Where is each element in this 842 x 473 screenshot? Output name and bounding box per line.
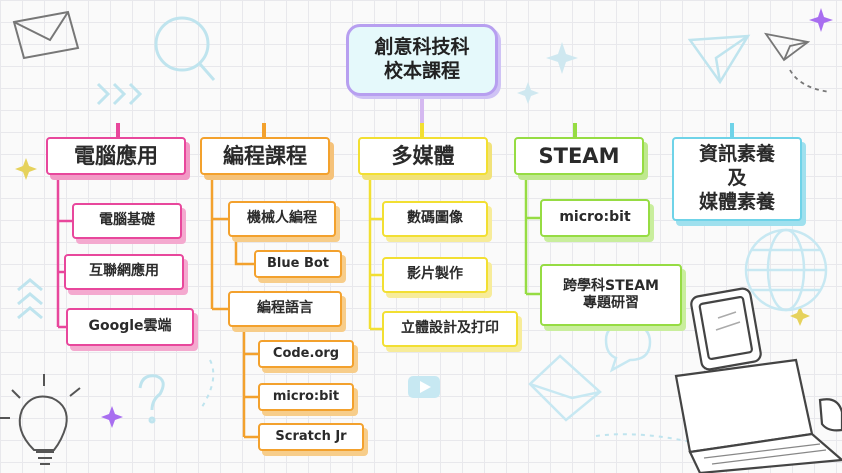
node-label: Code.org bbox=[272, 345, 340, 361]
node-label: 立體設計及打印 bbox=[401, 320, 499, 337]
category-steam: STEAM bbox=[514, 137, 644, 175]
category-label-line3: 媒體素養 bbox=[698, 190, 775, 213]
node-blue-bot: Blue Bot bbox=[254, 250, 342, 278]
category-label: 多媒體 bbox=[391, 143, 455, 168]
node-3d-design-printing: 立體設計及打印 bbox=[382, 311, 518, 347]
node-label: 編程語言 bbox=[257, 300, 313, 317]
category-programming: 編程課程 bbox=[200, 137, 330, 175]
laptop-icon bbox=[674, 358, 842, 473]
node-label: Scratch Jr bbox=[275, 428, 347, 444]
node-label: micro:bit bbox=[559, 209, 631, 226]
node-label: 電腦基礎 bbox=[99, 212, 155, 229]
play-icon bbox=[408, 376, 440, 398]
star-icon bbox=[15, 158, 810, 326]
node-label: 機械人編程 bbox=[247, 210, 317, 227]
category-label: STEAM bbox=[538, 143, 620, 168]
node-scratch-jr: Scratch Jr bbox=[258, 423, 364, 451]
chevrons-up-icon bbox=[17, 278, 43, 320]
category-computer-apps: 電腦應用 bbox=[46, 137, 186, 175]
node-robot-programming: 機械人編程 bbox=[228, 201, 336, 237]
node-label: Google雲端 bbox=[88, 318, 172, 335]
magnifier-icon bbox=[154, 16, 216, 81]
chevrons-icon bbox=[96, 82, 143, 106]
root-title-line2: 校本課程 bbox=[383, 60, 460, 82]
node-label: 數碼圖像 bbox=[407, 210, 463, 227]
node-label: Blue Bot bbox=[266, 255, 330, 271]
light-bulb-icon bbox=[0, 374, 81, 465]
node-google-cloud: Google雲端 bbox=[66, 308, 194, 346]
node-label-line1: 跨學科STEAM bbox=[563, 277, 659, 294]
node-code-org: Code.org bbox=[258, 340, 354, 368]
node-video-production: 影片製作 bbox=[382, 257, 488, 293]
paper-plane-icon bbox=[687, 34, 751, 85]
paper-plane-icon bbox=[764, 32, 831, 93]
root-title-box: 創意科技科 校本課程 bbox=[346, 24, 498, 96]
node-internet-apps: 互聯網應用 bbox=[64, 254, 184, 290]
node-programming-language: 編程語言 bbox=[228, 291, 342, 327]
node-microbit: micro:bit bbox=[258, 383, 354, 411]
sparkle-icon bbox=[517, 42, 578, 104]
node-steam-microbit: micro:bit bbox=[540, 199, 650, 237]
root-title-line1: 創意科技科 bbox=[374, 36, 470, 59]
envelope-icon bbox=[528, 354, 602, 422]
envelope-icon bbox=[12, 10, 80, 60]
node-label: micro:bit bbox=[272, 388, 340, 404]
category-multimedia: 多媒體 bbox=[358, 137, 488, 175]
category-label: 編程課程 bbox=[223, 143, 307, 168]
category-info-media-literacy: 資訊素養 及 媒體素養 bbox=[672, 137, 802, 221]
node-label-line2: 專題研習 bbox=[583, 295, 639, 311]
star-icon bbox=[101, 8, 833, 428]
node-label: 影片製作 bbox=[407, 266, 463, 283]
node-digital-image: 數碼圖像 bbox=[382, 201, 488, 237]
tablet-icon bbox=[690, 287, 762, 371]
question-mark-icon bbox=[138, 374, 165, 424]
node-computer-basics: 電腦基礎 bbox=[72, 203, 182, 239]
node-steam-project: 跨學科STEAM 專題研習 bbox=[540, 264, 682, 326]
category-label-line2: 及 bbox=[727, 167, 747, 190]
category-label-line1: 資訊素養 bbox=[698, 143, 775, 166]
globe-icon bbox=[744, 228, 828, 312]
category-label: 電腦應用 bbox=[74, 143, 158, 168]
node-label: 互聯網應用 bbox=[89, 263, 159, 280]
